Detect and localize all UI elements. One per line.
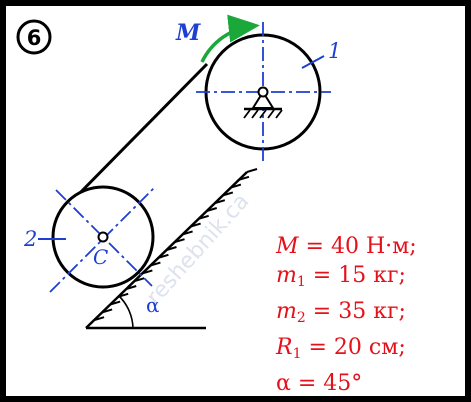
param-moment: M = 40 Н·м;	[276, 234, 417, 259]
angle-label: α	[146, 293, 160, 317]
disk-1-label: 1	[328, 39, 341, 63]
param-radius-1: R1 = 20 см;	[276, 335, 406, 362]
given-parameters: M = 40 Н·м; m1 = 15 кг; m2 = 35 кг; R1 =…	[276, 232, 417, 398]
diagram-panel: reshebnik.ca 6 α	[6, 6, 465, 396]
problem-number: 6	[27, 26, 42, 50]
param-mass-1: m1 = 15 кг;	[276, 263, 406, 290]
param-angle: α = 45°	[276, 371, 363, 396]
disk-2: 2 C	[23, 185, 157, 293]
moment-arrow	[200, 14, 260, 63]
angle-arc	[118, 295, 134, 329]
disk-1: 1	[196, 22, 341, 162]
incline-hatching	[93, 168, 258, 322]
watermark: reshebnik.ca	[142, 189, 255, 310]
problem-number-badge: 6	[16, 19, 52, 55]
moment-label: M	[175, 20, 201, 46]
cable-upper	[68, 62, 209, 205]
param-mass-2: m2 = 35 кг;	[276, 299, 406, 326]
disk-2-label: 2	[23, 227, 37, 251]
mechanism-diagram: reshebnik.ca 6 α	[16, 14, 341, 330]
center-label: C	[93, 245, 108, 269]
disk-1-leader	[301, 55, 325, 69]
